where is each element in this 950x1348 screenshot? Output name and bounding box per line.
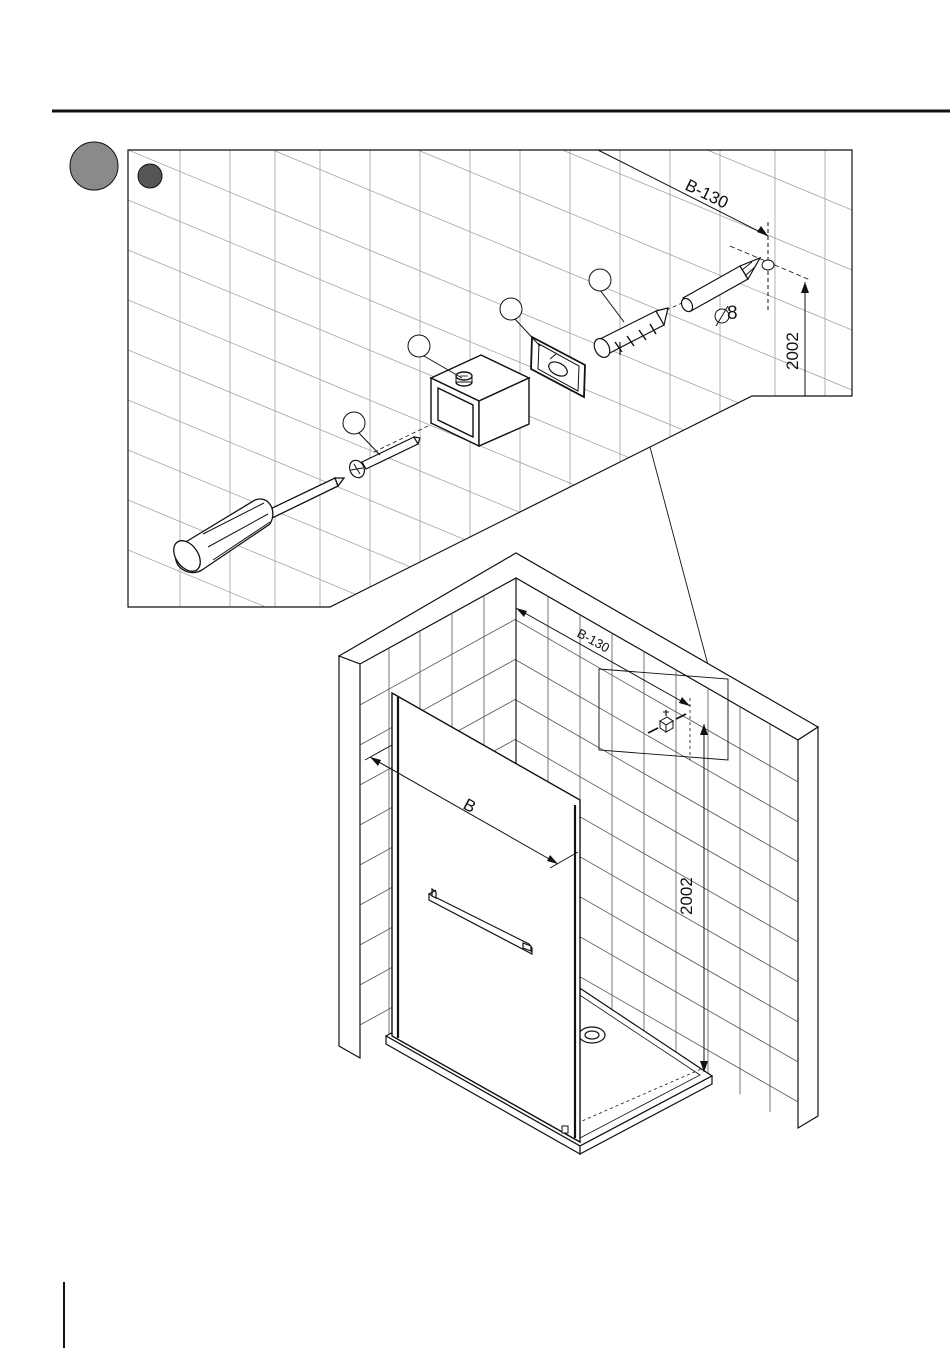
offset-arrow-end — [679, 697, 690, 706]
sub-marker — [138, 164, 162, 188]
mini-bracket-icon — [648, 710, 686, 733]
overview-drawing: B B-130 2002 — [339, 553, 818, 1154]
left-wall-edge — [339, 656, 360, 1058]
drill-size-label: 8 — [727, 303, 738, 324]
callout-mounting-plate — [500, 298, 522, 320]
screw-icon — [347, 437, 420, 480]
detail-panel: B-130 2002 8 — [128, 0, 852, 850]
callout-screw — [343, 412, 365, 434]
offset-arrow-start — [516, 608, 527, 617]
step-marker — [70, 142, 118, 190]
mounting-plate-icon — [531, 337, 585, 397]
panel-width-arrow-start — [370, 757, 381, 766]
width-dimension-arrow — [757, 226, 768, 236]
callout-wall-plug — [589, 269, 611, 291]
wall-plug-icon — [591, 308, 668, 360]
right-wall-edge — [798, 727, 818, 1128]
height-dimension-arrow — [801, 282, 809, 293]
screwdriver-icon — [168, 478, 344, 576]
drill-bit-icon — [679, 258, 760, 314]
width-dimension-label: B-130 — [682, 176, 731, 213]
callout-wall-bracket — [408, 335, 430, 357]
height-dimension-label: 2002 — [783, 332, 802, 370]
drill-hole-icon — [762, 260, 774, 270]
width-dimension-line — [598, 150, 768, 236]
overview-height-label: 2002 — [677, 877, 696, 915]
